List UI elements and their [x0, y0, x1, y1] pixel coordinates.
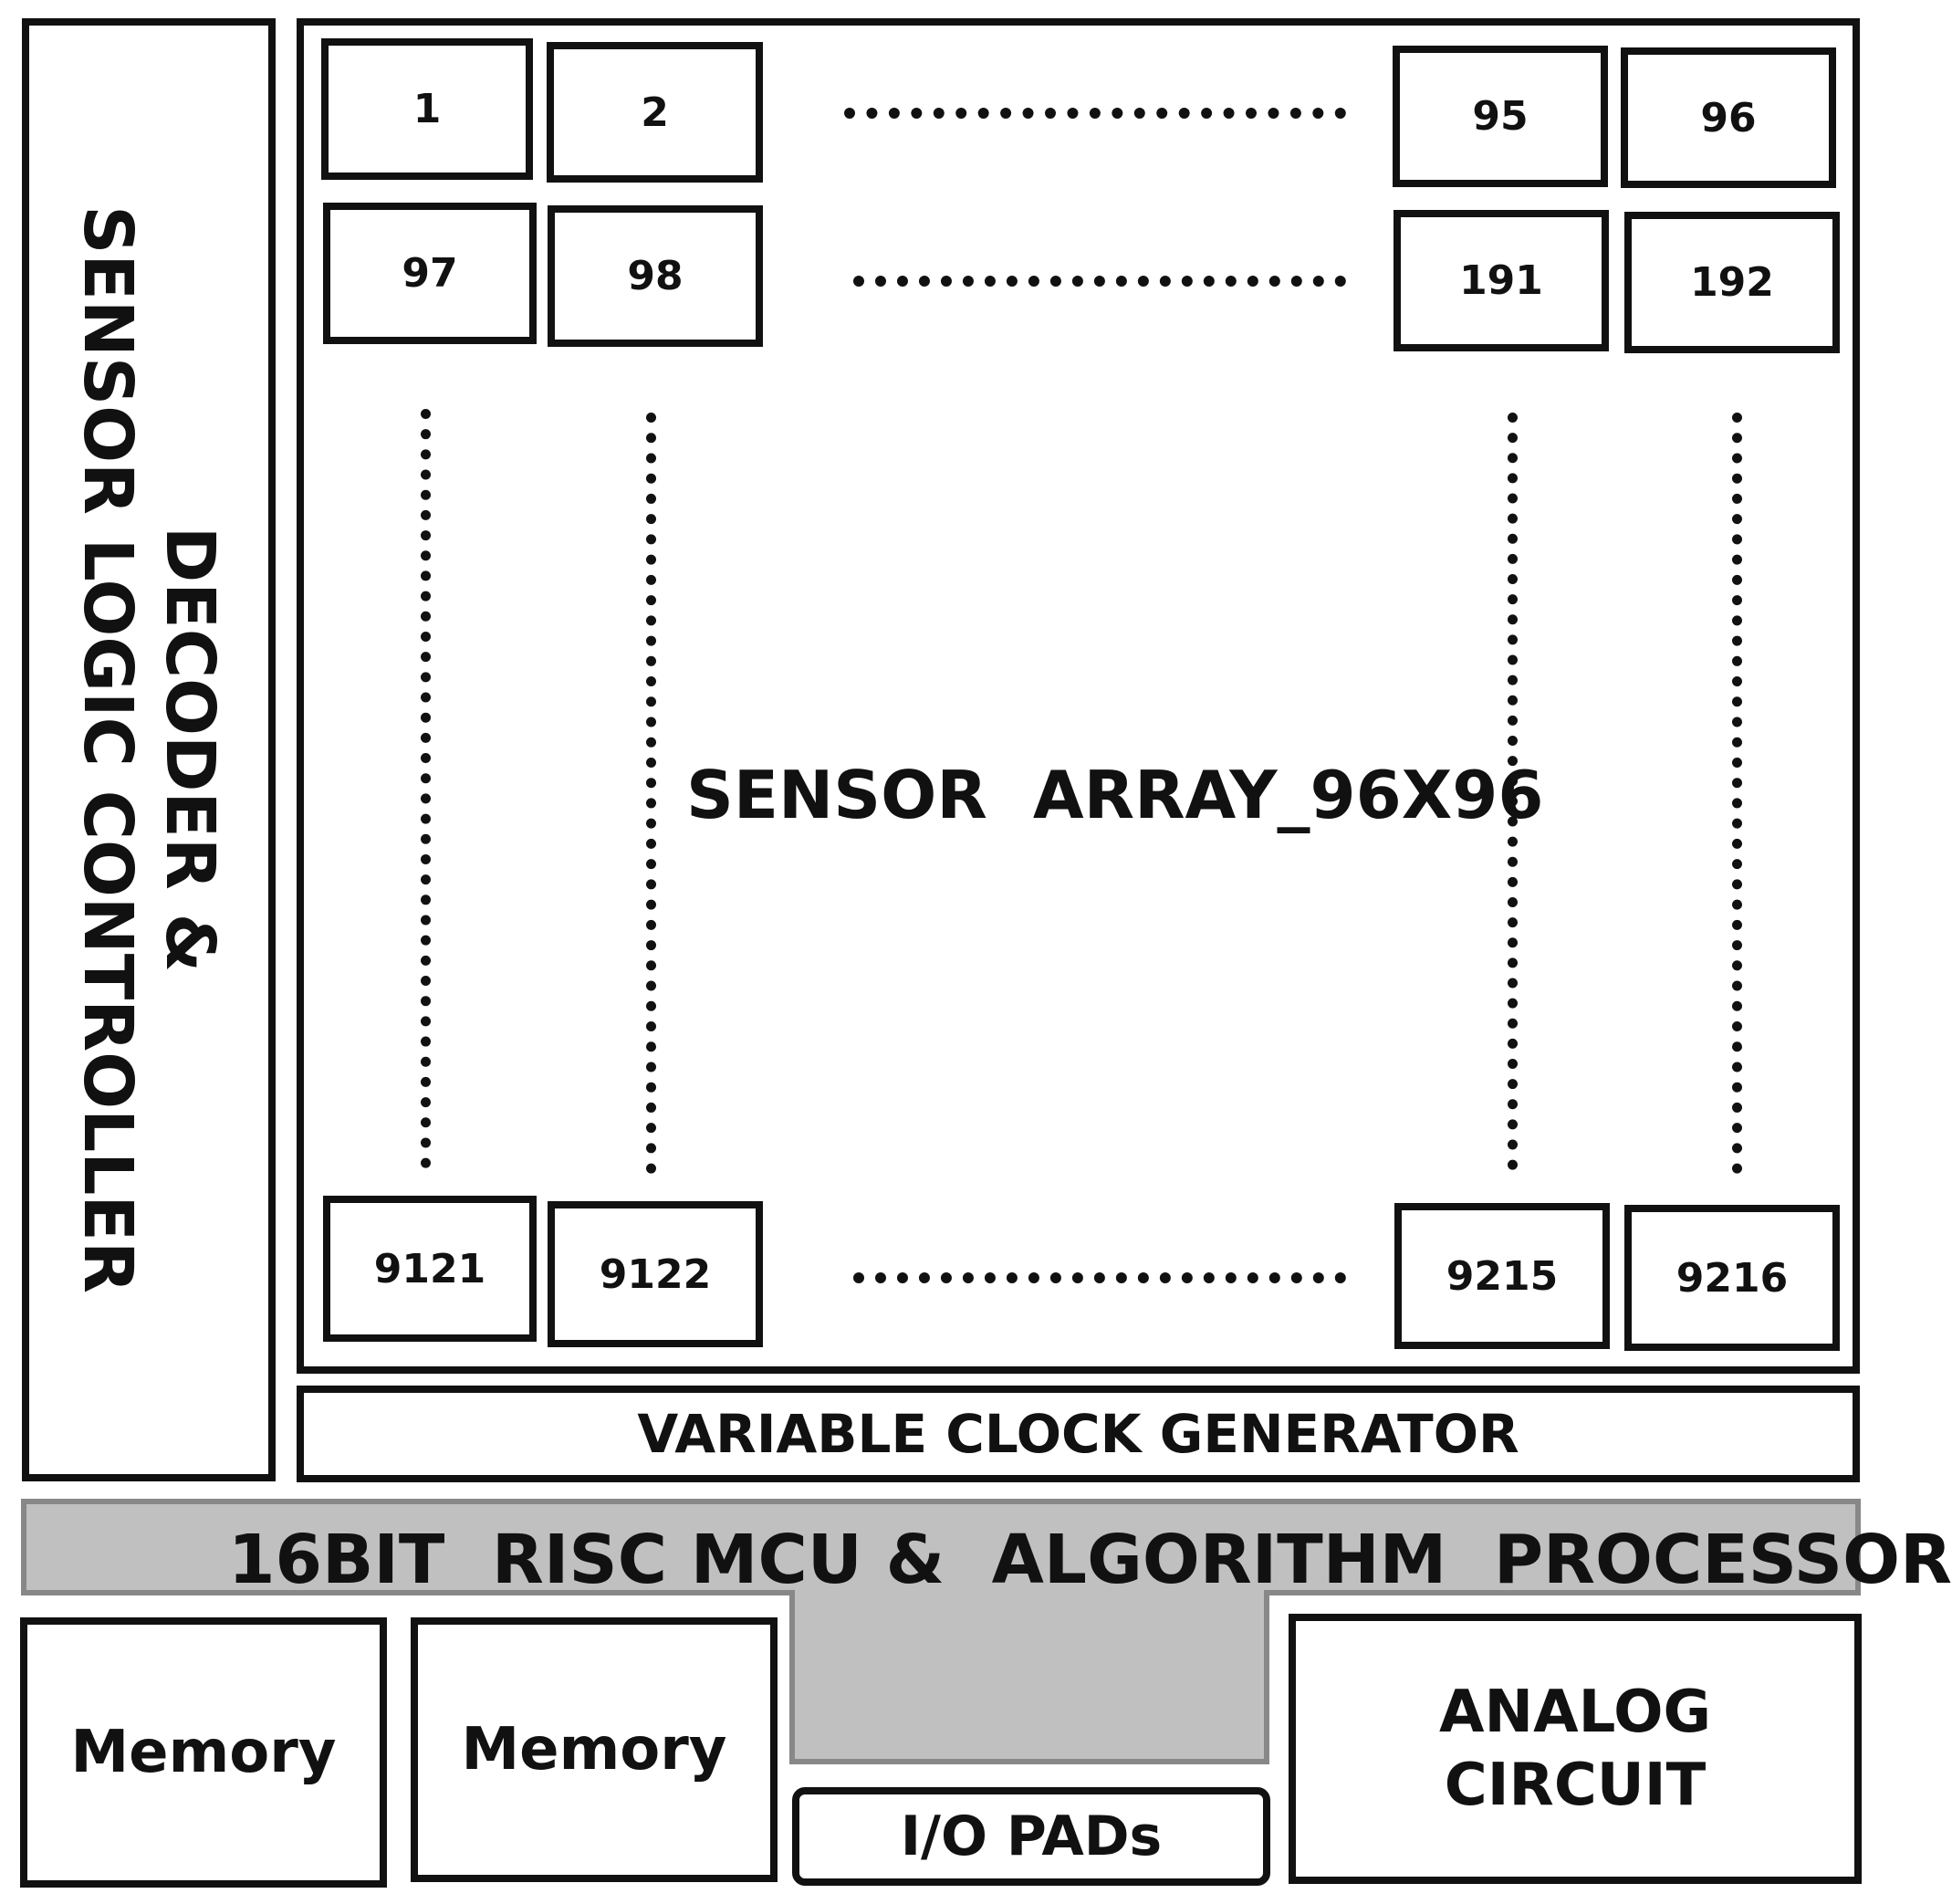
io-pads-block: I/O PADs — [792, 1787, 1270, 1886]
row1-dotted-separator — [844, 108, 1346, 119]
column95-dotted-separator — [1508, 413, 1518, 1170]
memory-label-right: Memory — [461, 1716, 727, 1784]
sensor-cell: 98 — [548, 205, 763, 347]
sensor-cell: 191 — [1394, 210, 1609, 351]
clock-generator-block: VARIABLE CLOCK GENERATOR — [297, 1386, 1860, 1482]
io-pads-label: I/O PADs — [900, 1805, 1163, 1868]
sensor-cell: 95 — [1393, 46, 1608, 187]
sensor-cell: 9122 — [548, 1201, 763, 1347]
sensor-array-title: SENSOR ARRAY_96X96 — [686, 757, 1544, 833]
sensor-cell: 97 — [323, 203, 537, 344]
sensor-cell: 9215 — [1394, 1203, 1610, 1349]
column2-dotted-separator — [646, 413, 656, 1174]
memory-label-left: Memory — [70, 1719, 337, 1786]
sensor-cell: 96 — [1621, 47, 1836, 188]
sensor-cell: 192 — [1624, 212, 1840, 353]
sensor-cell: 2 — [547, 42, 763, 183]
analog-circuit-block: ANALOG CIRCUIT — [1289, 1614, 1862, 1884]
column1-dotted-separator — [421, 409, 431, 1168]
memory-block-left: Memory — [20, 1617, 387, 1888]
row2-dotted-separator — [853, 276, 1346, 287]
analog-label-line2: CIRCUIT — [1444, 1752, 1707, 1819]
sensor-cell: 9121 — [323, 1196, 537, 1342]
memory-block-right: Memory — [411, 1617, 778, 1882]
sensor-cell: 1 — [321, 38, 533, 180]
analog-label-line1: ANALOG — [1438, 1679, 1712, 1746]
decoder-controller-block — [22, 18, 276, 1481]
column96-dotted-separator — [1732, 413, 1742, 1174]
mcu-processor-label: 16BIT RISC MCU & ALGORITHM PROCESSOR — [228, 1521, 1952, 1599]
last-row-dotted-separator — [853, 1272, 1346, 1283]
mcu-processor-block — [21, 1499, 1861, 1764]
clock-generator-label: VARIABLE CLOCK GENERATOR — [637, 1403, 1519, 1465]
sensor-cell: 9216 — [1624, 1205, 1840, 1351]
